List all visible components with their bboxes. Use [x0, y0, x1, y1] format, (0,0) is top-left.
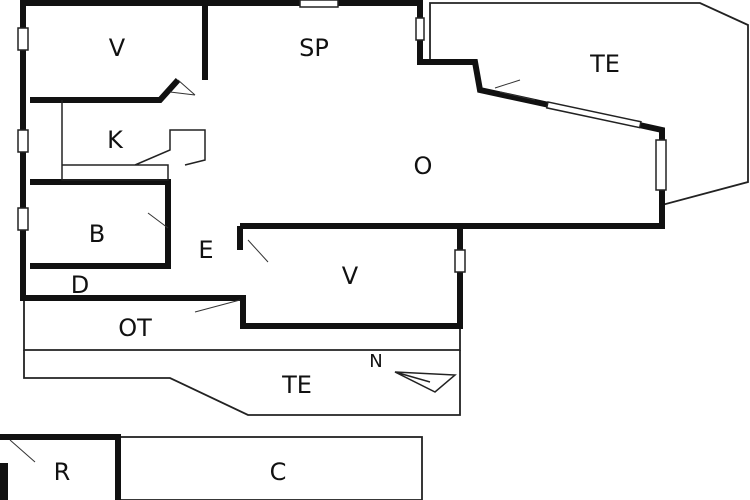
- window-v2-right: [454, 249, 466, 273]
- window-sp-right: [415, 17, 425, 41]
- window-o-right: [655, 139, 667, 191]
- label-d-room: D: [71, 271, 89, 299]
- compass-label: N: [369, 351, 382, 372]
- door-v2: [247, 239, 269, 263]
- door-ot: [194, 299, 241, 313]
- north-arrow-icon: [394, 371, 457, 393]
- label-bathroom: B: [89, 220, 105, 248]
- window-top: [299, 0, 339, 8]
- interior-wall-bath: [30, 179, 171, 269]
- label-terrace-right: TE: [589, 50, 620, 78]
- label-kitchen: K: [107, 126, 124, 154]
- label-bedroom-top-left: V: [109, 34, 126, 62]
- window-diag: [545, 101, 642, 129]
- terrace-right-outline: [429, 2, 749, 207]
- outbuilding-r-inner: [0, 463, 8, 500]
- label-pantry: SP: [299, 34, 329, 62]
- label-r-room: R: [54, 458, 71, 486]
- door-r: [9, 439, 36, 463]
- door-bath: [147, 212, 169, 229]
- window-left-3: [17, 207, 29, 231]
- label-hall: E: [198, 236, 213, 264]
- kitchen-counter: [61, 100, 206, 181]
- window-left-2: [17, 129, 29, 153]
- outbuilding-r-wall: [0, 434, 121, 500]
- label-ot-area: OT: [118, 314, 152, 342]
- door-te: [494, 79, 536, 101]
- label-c-room: C: [270, 458, 287, 486]
- interior-wall-v1: [30, 77, 181, 103]
- label-living: O: [414, 152, 433, 180]
- terrace-bottom-outline: [23, 350, 461, 416]
- label-bedroom-center: V: [342, 262, 359, 290]
- window-left-1: [17, 27, 29, 51]
- door-v1: [169, 79, 196, 96]
- label-terrace-bottom: TE: [281, 371, 312, 399]
